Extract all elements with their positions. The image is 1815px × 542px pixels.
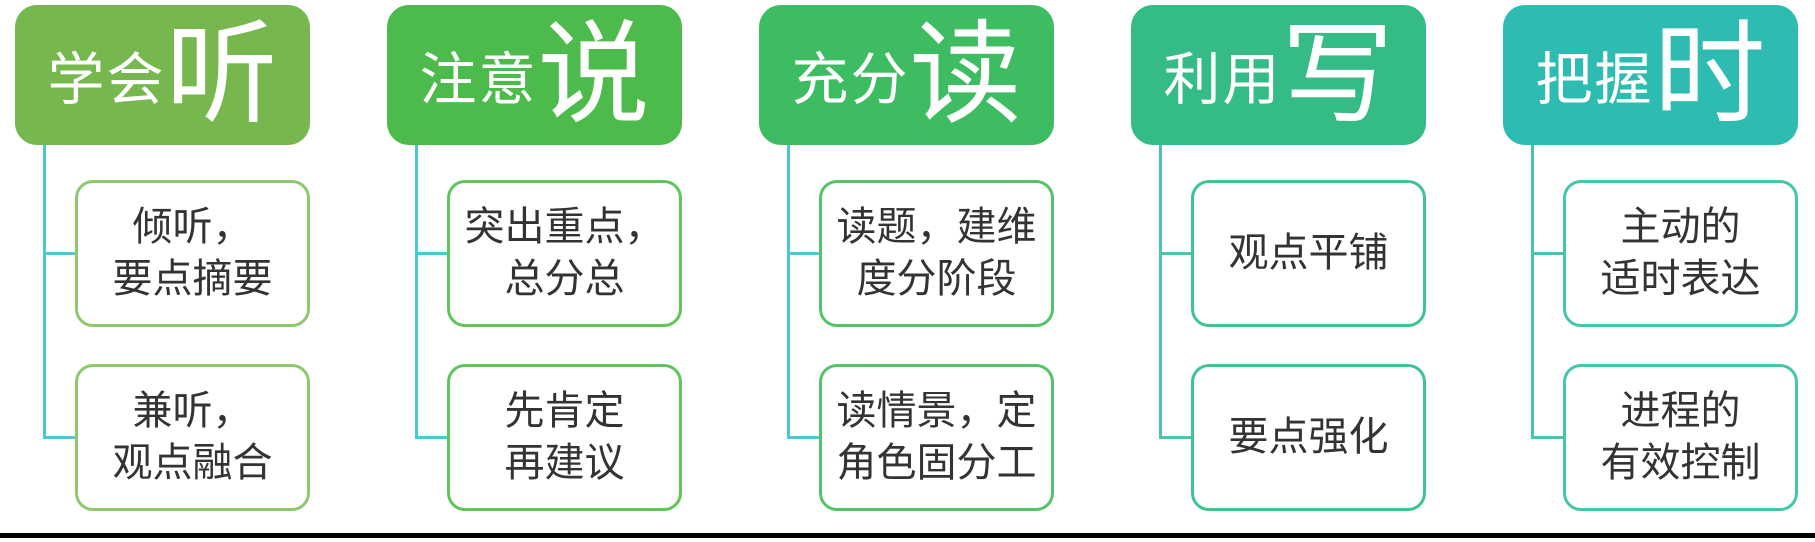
header-keyword: 时 [1653,12,1766,137]
connector-vertical-line [1159,145,1162,438]
header-keyword: 听 [165,12,278,137]
connector-stub [43,436,77,439]
child-text-line: 观点平铺 [1228,230,1389,275]
branch-header-time: 把握时 [1503,5,1798,145]
child-text-line: 兼听， [132,389,253,434]
child-box: 读情景，定 角色固分工 [819,364,1054,511]
branch-header-listen: 学会听 [15,5,310,145]
header-keyword: 说 [537,12,650,137]
child-boxes: 主动的 适时表达 进程的 有效控制 [1563,180,1798,511]
child-text-line: 进程的 [1620,389,1741,434]
child-text-line: 有效控制 [1600,440,1761,485]
child-text-line: 突出重点， [464,205,665,250]
child-text-line: 读情景，定 [836,389,1037,434]
branch-header-write: 利用写 [1131,5,1426,145]
child-text-line: 观点融合 [112,440,273,485]
header-keyword: 写 [1281,12,1394,137]
child-boxes: 读题，建维 度分阶段 读情景，定 角色固分工 [819,180,1054,511]
connector-stub [415,436,449,439]
header-prefix: 把握 [1535,48,1654,112]
child-text-line: 度分阶段 [856,256,1017,301]
child-box: 先肯定 再建议 [447,364,682,511]
header-prefix: 学会 [47,48,166,112]
branch-column-listen: 学会听 倾听， 要点摘要 兼听， 观点融合 [15,5,310,525]
child-box: 进程的 有效控制 [1563,364,1798,511]
header-prefix: 注意 [419,48,538,112]
child-boxes: 突出重点， 总分总 先肯定 再建议 [447,180,682,511]
branch-column-speak: 注意说 突出重点， 总分总 先肯定 再建议 [387,5,682,525]
connector-stub [787,436,821,439]
header-prefix: 充分 [791,48,910,112]
child-box: 突出重点， 总分总 [447,180,682,327]
child-text-line: 读题，建维 [836,205,1037,250]
child-box: 读题，建维 度分阶段 [819,180,1054,327]
branch-column-write: 利用写 观点平铺 要点强化 [1131,5,1426,525]
child-text-line: 要点摘要 [112,256,273,301]
child-boxes: 倾听， 要点摘要 兼听， 观点融合 [75,180,310,511]
child-box: 主动的 适时表达 [1563,180,1798,327]
child-text-line: 先肯定 [504,389,625,434]
connector-stub [1531,252,1565,255]
connector-stub [787,252,821,255]
connector-stub [1159,436,1193,439]
child-text-line: 适时表达 [1600,256,1761,301]
branch-columns: 学会听 倾听， 要点摘要 兼听， 观点融合 注意说 [15,5,1798,525]
child-text-line: 总分总 [504,256,625,301]
branch-column-time: 把握时 主动的 适时表达 进程的 有效控制 [1503,5,1798,525]
header-keyword: 读 [909,12,1022,137]
header-prefix: 利用 [1163,48,1282,112]
connector-vertical-line [43,145,46,438]
child-text-line: 角色固分工 [836,440,1037,485]
bottom-rule [0,533,1815,538]
connector-stub [1531,436,1565,439]
child-text-line: 要点强化 [1228,414,1389,459]
branch-column-read: 充分读 读题，建维 度分阶段 读情景，定 角色固分工 [759,5,1054,525]
connector-vertical-line [1531,145,1534,438]
child-box: 兼听， 观点融合 [75,364,310,511]
connector-stub [43,252,77,255]
connector-vertical-line [415,145,418,438]
child-boxes: 观点平铺 要点强化 [1191,180,1426,511]
connector-stub [415,252,449,255]
child-box: 倾听， 要点摘要 [75,180,310,327]
child-text-line: 主动的 [1620,205,1741,250]
branch-header-speak: 注意说 [387,5,682,145]
child-box: 要点强化 [1191,364,1426,511]
connector-vertical-line [787,145,790,438]
connector-stub [1159,252,1193,255]
child-text-line: 再建议 [504,440,625,485]
child-text-line: 倾听， [132,205,253,250]
branch-header-read: 充分读 [759,5,1054,145]
child-box: 观点平铺 [1191,180,1426,327]
